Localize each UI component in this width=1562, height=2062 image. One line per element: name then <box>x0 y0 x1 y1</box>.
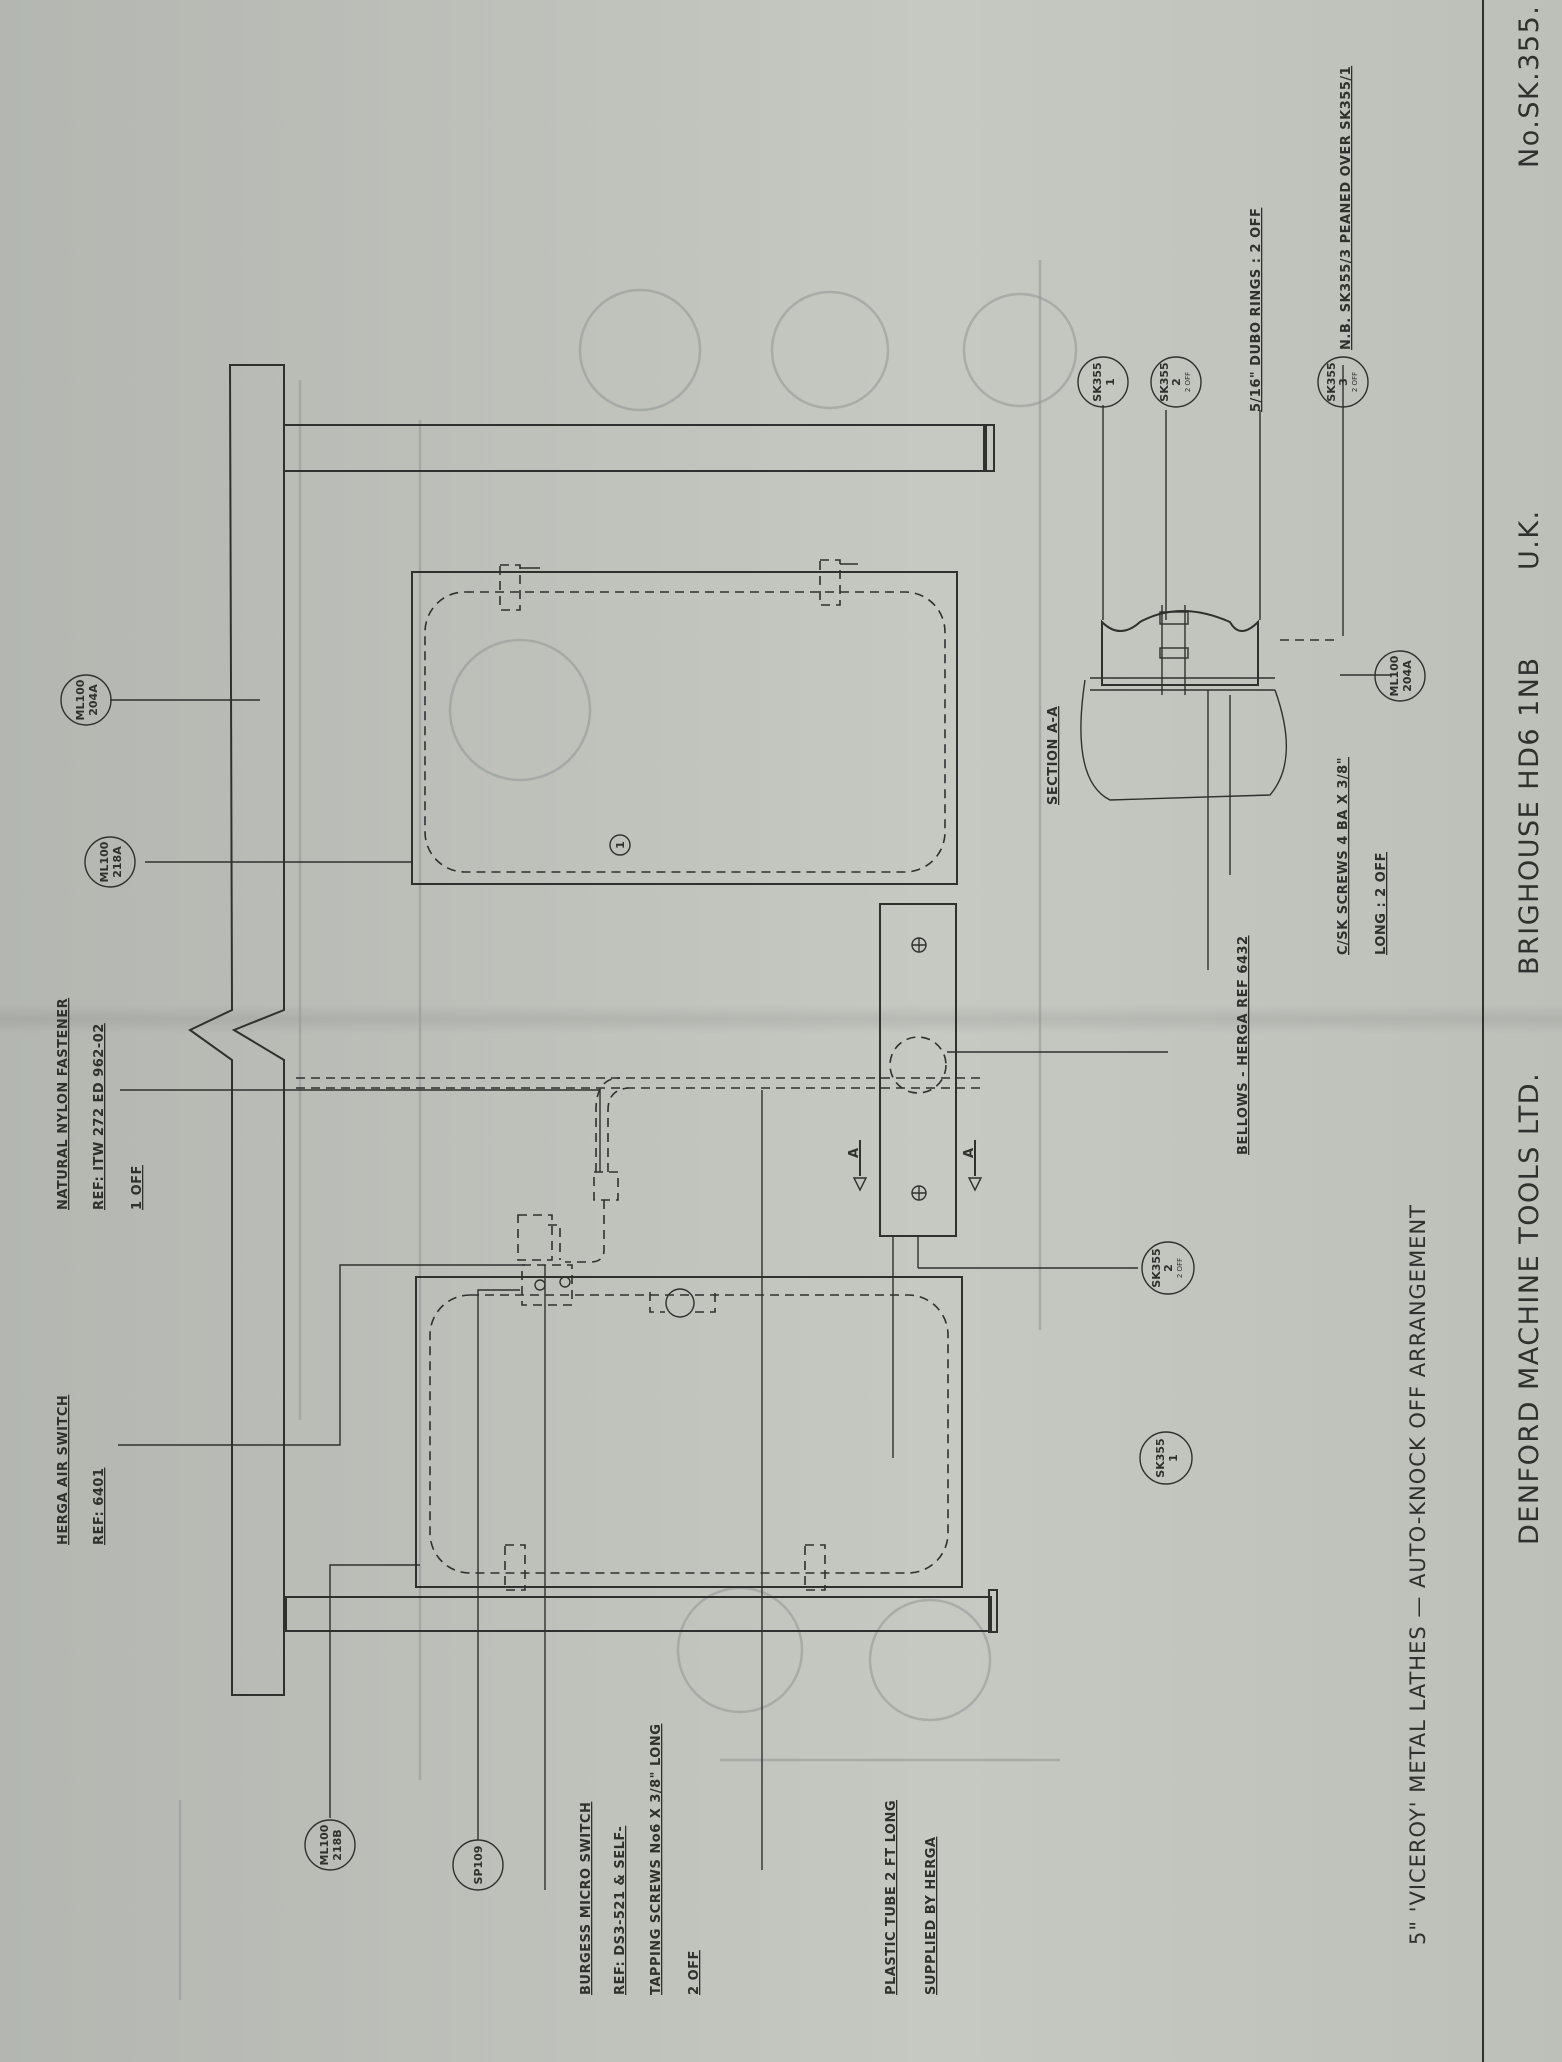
note-line: N.B. SK355/3 PEANED OVER SK355/1 <box>1339 66 1354 350</box>
section-label: SECTION A-A <box>1046 706 1061 805</box>
balloon-text: ML100 <box>98 841 111 882</box>
show-through-marks <box>178 260 1078 2000</box>
balloon-text: 204A <box>87 684 100 716</box>
balloon-text: 1 <box>1167 1454 1180 1462</box>
balloon-text: 1 <box>1104 378 1117 386</box>
balloon-text: SK355 <box>1158 362 1171 401</box>
balloon-ml100-204a-section: ML100 204A <box>1374 650 1426 702</box>
balloon-sk355-1-lower: SK355 1 <box>1139 1431 1193 1485</box>
section-marker-left: A <box>847 1147 862 1158</box>
note-line: LONG : 2 OFF <box>1374 852 1389 955</box>
note-line: 5/16" DUBO RINGS : 2 OFF <box>1249 208 1264 412</box>
note-nb: N.B. SK355/3 PEANED OVER SK355/1 <box>1339 66 1354 350</box>
section-arrows: A A <box>847 1140 983 1192</box>
note-line: NATURAL NYLON FASTENER <box>56 998 71 1210</box>
balloon-item-1: 1 <box>609 834 631 856</box>
company-name: DENFORD MACHINE TOOLS LTD. <box>1514 1072 1545 1545</box>
balloon-text: 218B <box>331 1829 344 1860</box>
drawing-number: No.SK.355. <box>1514 5 1545 168</box>
balloon-sk355-1-section: SK355 1 <box>1077 356 1129 408</box>
balloon-text: SP109 <box>472 1846 485 1885</box>
note-line: REF: 6401 <box>92 1468 107 1545</box>
note-dubo-rings: 5/16" DUBO RINGS : 2 OFF <box>1249 208 1264 412</box>
balloon-text: 2 OFF <box>1176 1258 1184 1278</box>
note-line: BURGESS MICRO SWITCH <box>579 1802 594 1995</box>
note-line: TAPPING SCREWS No6 X 3/8" LONG <box>649 1724 664 1995</box>
note-section-label: SECTION A-A <box>1046 706 1061 805</box>
note-line: BELLOWS - HERGA REF 6432 <box>1236 935 1251 1155</box>
drawing-title-text: 5" 'VICEROY' METAL LATHES — AUTO-KNOCK O… <box>1406 1204 1430 1945</box>
balloon-text: 3 <box>1337 378 1350 386</box>
note-line: 2 OFF <box>687 1950 702 1995</box>
machine-rail <box>188 364 285 1696</box>
company-address: BRIGHOUSE HD6 1NB <box>1514 656 1545 975</box>
balloon-text: SK355 <box>1091 362 1104 401</box>
balloon-text: ML100 <box>318 1824 331 1865</box>
leader-lines <box>110 365 1392 1890</box>
balloon-text: SK355 <box>1325 362 1338 401</box>
balloon-sk355-3: SK355 3 2 OFF <box>1317 356 1369 408</box>
balloon-text: ML100 <box>74 679 87 720</box>
balloon-ml100-218b: ML100 218B <box>304 1819 356 1871</box>
bellows-plate <box>879 903 957 1237</box>
section-aa-detail <box>1080 605 1340 801</box>
balloon-text: 204A <box>1401 660 1414 692</box>
balloon-sp109: SP109 <box>452 1839 504 1891</box>
balloon-text: 2 <box>1170 378 1183 386</box>
note-csk-screws: C/SK SCREWS 4 BA X 3/8" LONG : 2 OFF <box>1336 757 1389 955</box>
balloon-text: SK355 <box>1154 1438 1167 1477</box>
balloon-sk355-2-lower: SK355 2 2 OFF <box>1141 1241 1195 1295</box>
balloon-text: 2 <box>1162 1264 1175 1272</box>
section-marker-right: A <box>962 1147 977 1158</box>
balloon-text: 1 <box>614 841 627 849</box>
balloon-text: 2 OFF <box>1184 372 1192 392</box>
note-line: C/SK SCREWS 4 BA X 3/8" <box>1336 757 1351 955</box>
mounting-brackets <box>283 424 998 1633</box>
note-bellows: BELLOWS - HERGA REF 6432 <box>1236 935 1251 1155</box>
balloon-text: 218A <box>111 846 124 878</box>
drawing-title: 5" 'VICEROY' METAL LATHES — AUTO-KNOCK O… <box>1406 1204 1430 1945</box>
title-block: DENFORD MACHINE TOOLS LTD. BRIGHOUSE HD6… <box>1482 0 1545 2062</box>
note-nylon-fastener: NATURAL NYLON FASTENER REF: ITW 272 ED 9… <box>56 998 145 1210</box>
note-plastic-tube: PLASTIC TUBE 2 FT LONG SUPPLIED BY HERGA <box>884 1800 939 1995</box>
upper-guard-panel <box>411 559 958 885</box>
balloon-text: ML100 <box>1388 655 1401 696</box>
balloon-text: SK355 <box>1150 1248 1163 1287</box>
company-country: U.K. <box>1514 509 1545 570</box>
note-line: REF: DS3-521 & SELF- <box>613 1826 628 1995</box>
note-line: HERGA AIR SWITCH <box>56 1395 71 1545</box>
plastic-tube <box>296 1077 980 1263</box>
lower-guard-panel <box>415 1276 963 1591</box>
switch-cluster <box>517 1171 619 1306</box>
balloon-ml100-218a: ML100 218A <box>84 836 136 888</box>
note-line: REF: ITW 272 ED 962-02 <box>92 1023 107 1210</box>
note-micro-switch: BURGESS MICRO SWITCH REF: DS3-521 & SELF… <box>579 1724 702 1995</box>
note-line: PLASTIC TUBE 2 FT LONG <box>884 1800 899 1995</box>
balloon-text: 2 OFF <box>1351 372 1359 392</box>
note-herga-air-switch: HERGA AIR SWITCH REF: 6401 <box>56 1395 107 1545</box>
balloon-ml100-204a-top: ML100 204A <box>60 674 112 726</box>
balloon-sk355-2-section: SK355 2 2 OFF <box>1150 356 1202 408</box>
note-line: 1 OFF <box>130 1165 145 1210</box>
note-line: SUPPLIED BY HERGA <box>924 1837 939 1995</box>
